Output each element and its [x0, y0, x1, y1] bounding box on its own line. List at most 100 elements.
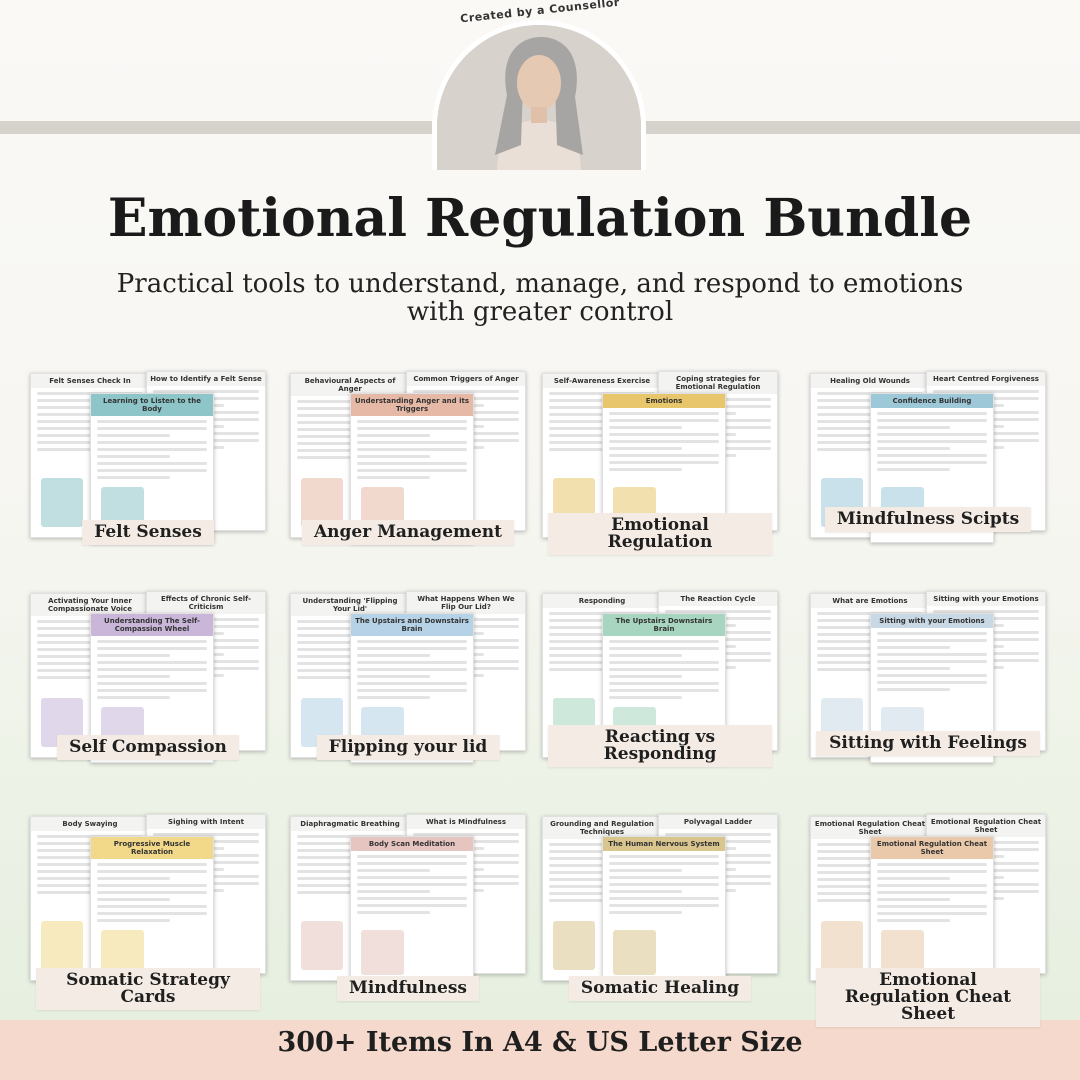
text-line	[97, 863, 207, 866]
text-line	[97, 469, 207, 472]
text-line	[877, 660, 987, 663]
text-line	[549, 668, 620, 671]
worksheet-title: Diaphragmatic Breathing	[291, 817, 409, 831]
counsellor-portrait	[432, 20, 646, 170]
text-line	[933, 390, 1039, 393]
worksheet-title: How to Identify a Felt Sense	[147, 372, 265, 386]
text-line	[877, 919, 951, 922]
text-line	[297, 655, 368, 658]
worksheet-title: Confidence Building	[871, 394, 993, 408]
product-label: Self Compassion	[57, 735, 239, 760]
worksheet-preview: Progressive Muscle Relaxation	[90, 836, 214, 986]
text-line	[817, 668, 888, 671]
footer-text: 300+ Items In A4 & US Letter Size	[277, 1027, 803, 1058]
text-line	[357, 876, 467, 879]
text-line	[877, 681, 987, 684]
worksheet-title: Grounding and Regulation Techniques	[543, 817, 661, 839]
text-line	[609, 911, 683, 914]
worksheet-title: Progressive Muscle Relaxation	[91, 837, 213, 859]
text-line	[357, 455, 431, 458]
product-card: Activating Your Inner Compassionate Voic…	[28, 585, 268, 780]
text-line	[97, 640, 207, 643]
text-line	[549, 899, 620, 902]
text-line	[877, 646, 951, 649]
page-title: Emotional Regulation Bundle	[107, 188, 973, 249]
text-line	[357, 427, 467, 430]
illustration-block	[361, 930, 405, 975]
text-line	[357, 675, 431, 678]
worksheet-title: Behavioural Aspects of Anger	[291, 374, 409, 396]
text-line	[97, 668, 207, 671]
worksheet-title: Emotional Regulation Cheat Sheet	[811, 817, 929, 839]
text-line	[357, 869, 431, 872]
text-line	[357, 469, 467, 472]
text-line	[549, 878, 620, 881]
text-line	[877, 667, 951, 670]
product-card: Understanding 'Flipping Your Lid'What Ha…	[288, 585, 528, 780]
text-line	[609, 654, 683, 657]
worksheet-title: Coping strategies for Emotional Regulati…	[659, 372, 777, 394]
text-line	[97, 891, 207, 894]
text-line	[97, 647, 207, 650]
text-line	[877, 639, 987, 642]
worksheet-title: Understanding 'Flipping Your Lid'	[291, 594, 409, 616]
text-line	[153, 833, 259, 836]
text-line	[357, 883, 467, 886]
illustration-block	[821, 920, 863, 970]
text-line	[549, 647, 620, 650]
text-line	[357, 441, 467, 444]
text-line	[97, 870, 207, 873]
text-line	[97, 675, 171, 678]
text-line	[877, 863, 987, 866]
text-line	[357, 654, 431, 657]
text-line	[97, 455, 171, 458]
portrait-illustration-icon	[437, 25, 641, 170]
illustration-block	[613, 930, 657, 975]
text-line	[357, 696, 431, 699]
product-label: Emotional Regulation Cheat Sheet	[816, 968, 1040, 1027]
product-label: Sitting with Feelings	[816, 731, 1040, 756]
text-line	[97, 898, 171, 901]
text-line	[297, 435, 368, 438]
text-line	[97, 877, 171, 880]
product-label: Mindfulness	[337, 976, 479, 1001]
product-label: Anger Management	[301, 520, 515, 545]
worksheet-title: Learning to Listen to the Body	[91, 394, 213, 416]
text-line	[877, 891, 987, 894]
product-label: Somatic Strategy Cards	[36, 968, 260, 1010]
text-line	[877, 912, 987, 915]
worksheet-title: Sitting with your Emotions	[927, 592, 1045, 606]
text-line	[357, 476, 431, 479]
text-line	[97, 448, 207, 451]
text-line	[877, 898, 951, 901]
worksheet-title: The Reaction Cycle	[659, 592, 777, 606]
text-line	[297, 870, 368, 873]
text-line	[297, 634, 368, 637]
text-line	[933, 610, 1039, 613]
text-line	[609, 869, 683, 872]
text-line	[549, 406, 620, 409]
text-line	[549, 626, 620, 629]
text-line	[357, 862, 467, 865]
text-line	[97, 905, 207, 908]
text-line	[877, 905, 987, 908]
text-line	[877, 468, 951, 471]
text-line	[549, 448, 620, 451]
text-line	[877, 653, 987, 656]
subtitle-line-1: Practical tools to understand, manage, a…	[116, 269, 964, 299]
text-line	[609, 419, 719, 422]
worksheet-preview: Body Scan Meditation	[350, 836, 474, 986]
worksheet-title: Healing Old Wounds	[811, 374, 929, 388]
text-line	[609, 412, 719, 415]
text-line	[357, 647, 467, 650]
text-line	[97, 682, 207, 685]
text-line	[97, 434, 171, 437]
text-line	[877, 674, 987, 677]
text-line	[297, 456, 368, 459]
text-line	[877, 447, 951, 450]
text-line	[97, 427, 207, 430]
